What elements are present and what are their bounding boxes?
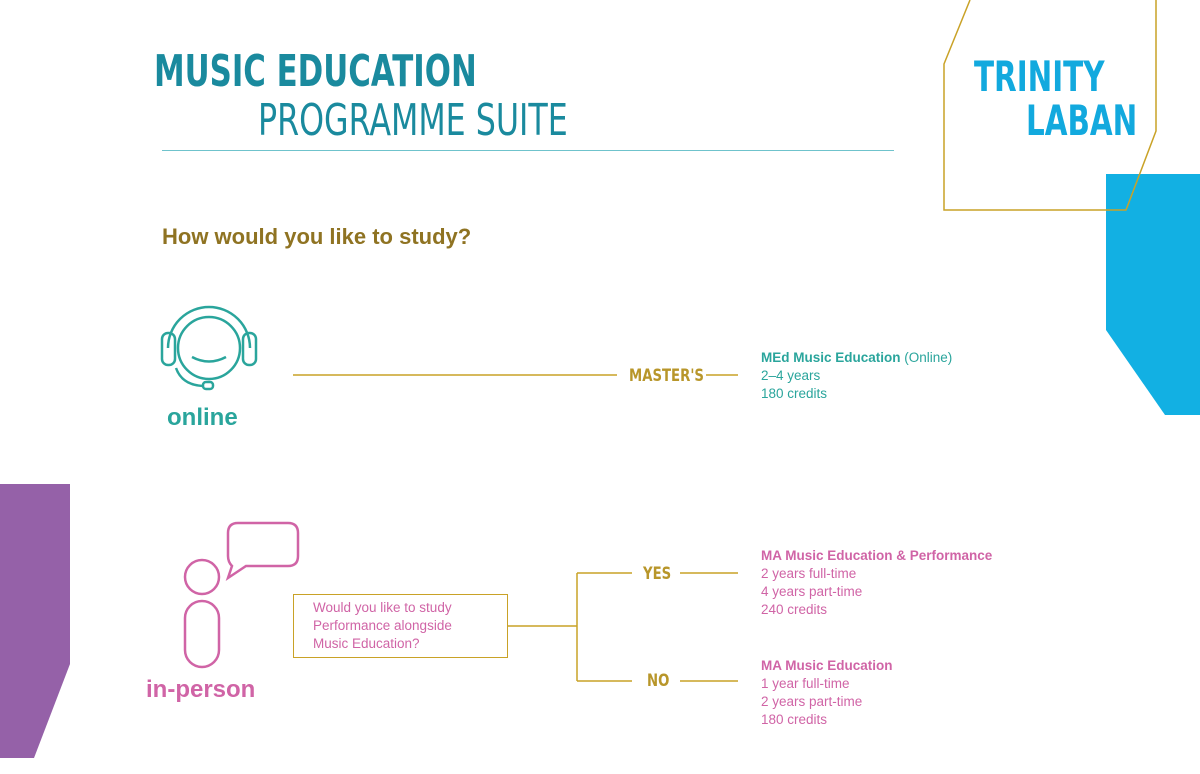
programme-name: MA Music Education & Performance — [761, 548, 993, 563]
logo-line-1: TRINITY — [974, 52, 1105, 101]
programme-detail: 180 credits — [761, 712, 828, 727]
programme-detail: 2 years part-time — [761, 694, 863, 709]
programme-name: MA Music Education — [761, 658, 893, 673]
question-line: Music Education? — [313, 636, 420, 651]
blue-panel — [1106, 174, 1200, 415]
person-speech-icon — [183, 521, 300, 669]
flow-connectors — [293, 374, 738, 682]
headset-icon — [160, 305, 258, 391]
title-line-2: PROGRAMME SUITE — [258, 95, 568, 146]
programme-detail: 1 year full-time — [761, 676, 850, 691]
question-line: Performance alongside — [313, 618, 452, 633]
programme-ma-music-education: MA Music Education 1 year full-time 2 ye… — [761, 657, 893, 729]
study-question: How would you like to study? — [162, 224, 472, 249]
masters-branch-label: MASTER'S — [629, 366, 704, 386]
header-divider — [162, 150, 894, 151]
purple-panel — [0, 484, 70, 758]
programme-ma-performance: MA Music Education & Performance 2 years… — [761, 547, 992, 619]
programme-detail: 2 years full-time — [761, 566, 857, 581]
no-branch-label: NO — [647, 671, 670, 691]
programme-name: MEd Music Education — [761, 350, 901, 365]
programme-detail: 180 credits — [761, 386, 828, 401]
programme-suffix: (Online) — [900, 350, 953, 365]
programme-med-online: MEd Music Education (Online) 2–4 years 1… — [761, 349, 952, 403]
question-line: Would you like to study — [313, 600, 452, 615]
programme-detail: 2–4 years — [761, 368, 821, 383]
yes-branch-label: YES — [643, 564, 672, 584]
in-person-label: in-person — [146, 676, 256, 703]
logo-frame — [943, 0, 1157, 211]
programme-detail: 240 credits — [761, 602, 828, 617]
logo-line-2: LABAN — [1026, 96, 1138, 145]
programme-detail: 4 years part-time — [761, 584, 863, 599]
performance-question-box: Would you like to study Performance alon… — [293, 594, 508, 658]
online-label: online — [167, 404, 238, 431]
title-line-1: MUSIC EDUCATION — [154, 46, 477, 97]
